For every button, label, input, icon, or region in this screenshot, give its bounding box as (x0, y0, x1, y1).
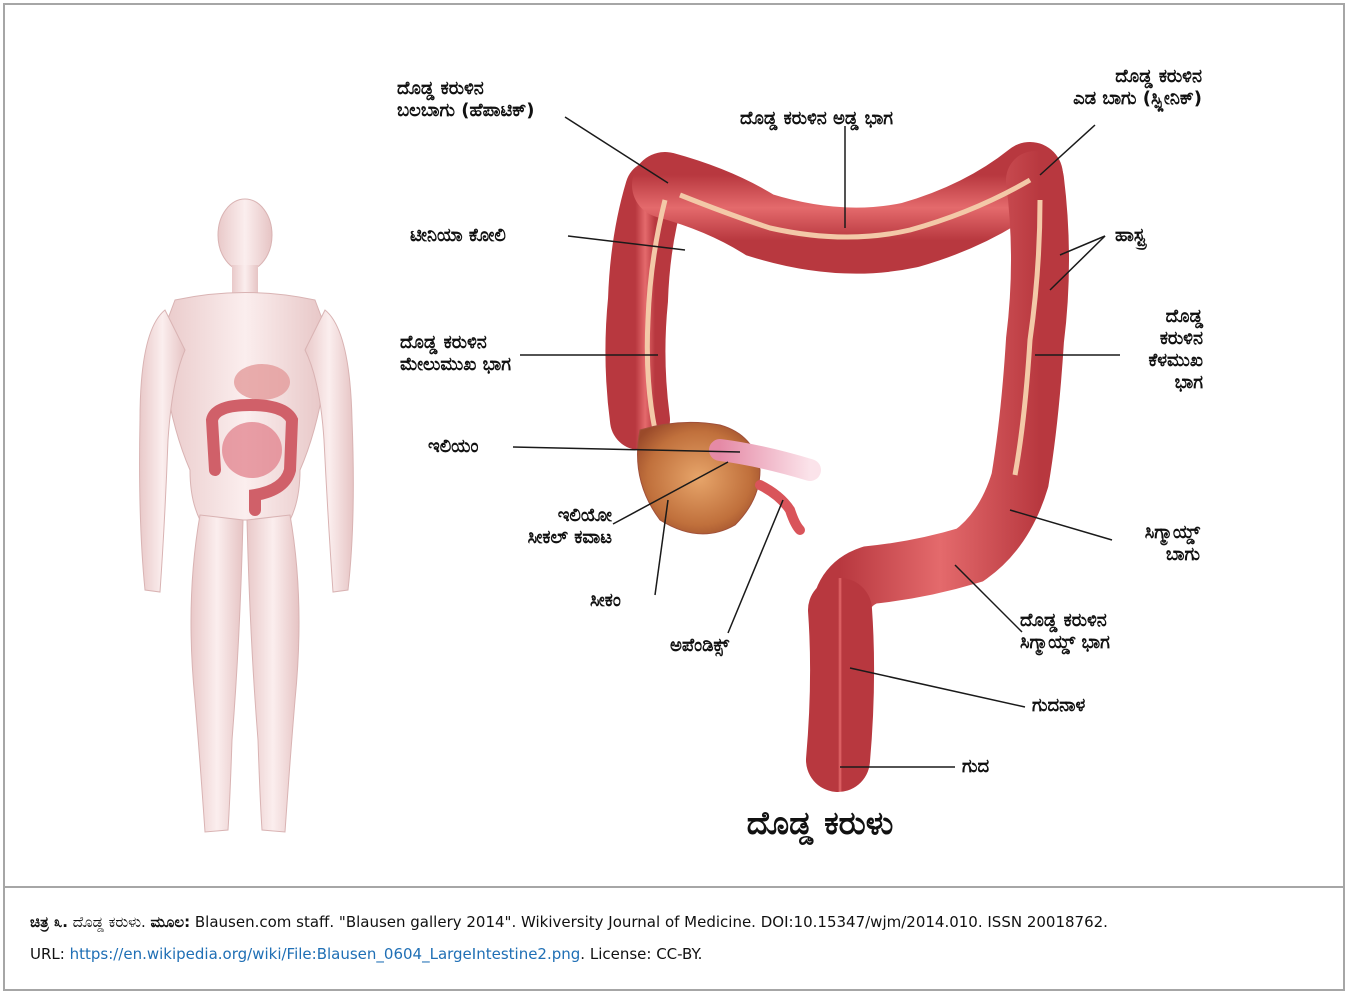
caption-source-label: ಮೂಲ: (151, 913, 191, 931)
caption-license: . License: CC-BY. (580, 945, 702, 963)
body-right-leg (247, 515, 299, 832)
body-small-intestine (222, 422, 282, 478)
label-sigmoid-colon: ದೊಡ್ಡ ಕರುಳಿನ ಸಿಗ್ಮಾಯ್ಡ್ ಭಾಗ (1020, 610, 1110, 654)
body-stomach (234, 364, 290, 400)
label-sigmoid-flexure: ಸಿಗ್ಮಾಯ್ಡ್ ಬಾಗು (1095, 522, 1200, 566)
colon-ascending (635, 190, 655, 420)
caption-source-link[interactable]: https://en.wikipedia.org/wiki/File:Blaus… (70, 945, 581, 963)
body-neck (232, 265, 258, 293)
large-intestine-illustration (0, 0, 1354, 880)
label-cecum: ಸೀಕಂ (590, 590, 621, 612)
label-hepatic-flexure: ದೊಡ್ಡ ಕರುಳಿನ ಬಲಬಾಗು (ಹೆಪಾಟಿಕ್) (397, 78, 534, 122)
label-ileum: ಇಲಿಯಂ (428, 436, 478, 458)
diagram-title: ದೊಡ್ಡ ಕರುಳು (620, 804, 1020, 843)
label-taenia-coli: ಟೀನಿಯಾ ಕೋಲಿ (410, 225, 506, 247)
caption-figure-title: ದೊಡ್ಡ ಕರುಳು. (68, 913, 151, 931)
colon-illustration (635, 175, 1040, 760)
label-rectum: ಗುದನಾಳ (1032, 695, 1085, 717)
body-left-leg (191, 515, 243, 832)
caption-divider (3, 886, 1345, 888)
caption-figure-label: ಚಿತ್ರ ೩. (30, 913, 68, 931)
colon-rectum (838, 610, 842, 760)
label-splenic-flexure: ದೊಡ್ಡ ಕರುಳಿನ ಎಡ ಬಾಗು (ಸ್ಪ್ಲೀನಿಕ್) (990, 66, 1202, 110)
caption-source-text: Blausen.com staff. "Blausen gallery 2014… (190, 913, 1108, 931)
human-body-figure (140, 199, 354, 832)
label-transverse-colon: ದೊಡ್ಡ ಕರುಳಿನ ಅಡ್ಡ ಭಾಗ (740, 108, 893, 130)
body-head (218, 199, 272, 271)
label-haustra: ಹಾಸ್ಟ್ರ (1115, 225, 1145, 247)
figure-caption: ಚಿತ್ರ ೩. ದೊಡ್ಡ ಕರುಳು. ಮೂಲ: Blausen.com s… (30, 906, 1330, 970)
label-appendix: ಅಪೆಂಡಿಕ್ಸ್ (670, 635, 729, 657)
label-descending-colon: ದೊಡ್ಡ ಕರುಳಿನ ಕೆಳಮುಖ ಭಾಗ (1105, 306, 1203, 394)
body-right-arm (305, 310, 353, 592)
label-ileocecal-valve: ಇಲಿಯೋ ಸೀಕಲ್ ಕವಾಟ (460, 505, 612, 549)
body-left-arm (140, 310, 185, 592)
label-ascending-colon: ದೊಡ್ಡ ಕರುಳಿನ ಮೇಲುಮುಖ ಭಾಗ (400, 332, 511, 376)
caption-url-prefix: URL: (30, 945, 70, 963)
label-anus: ಗುದ (962, 756, 989, 778)
